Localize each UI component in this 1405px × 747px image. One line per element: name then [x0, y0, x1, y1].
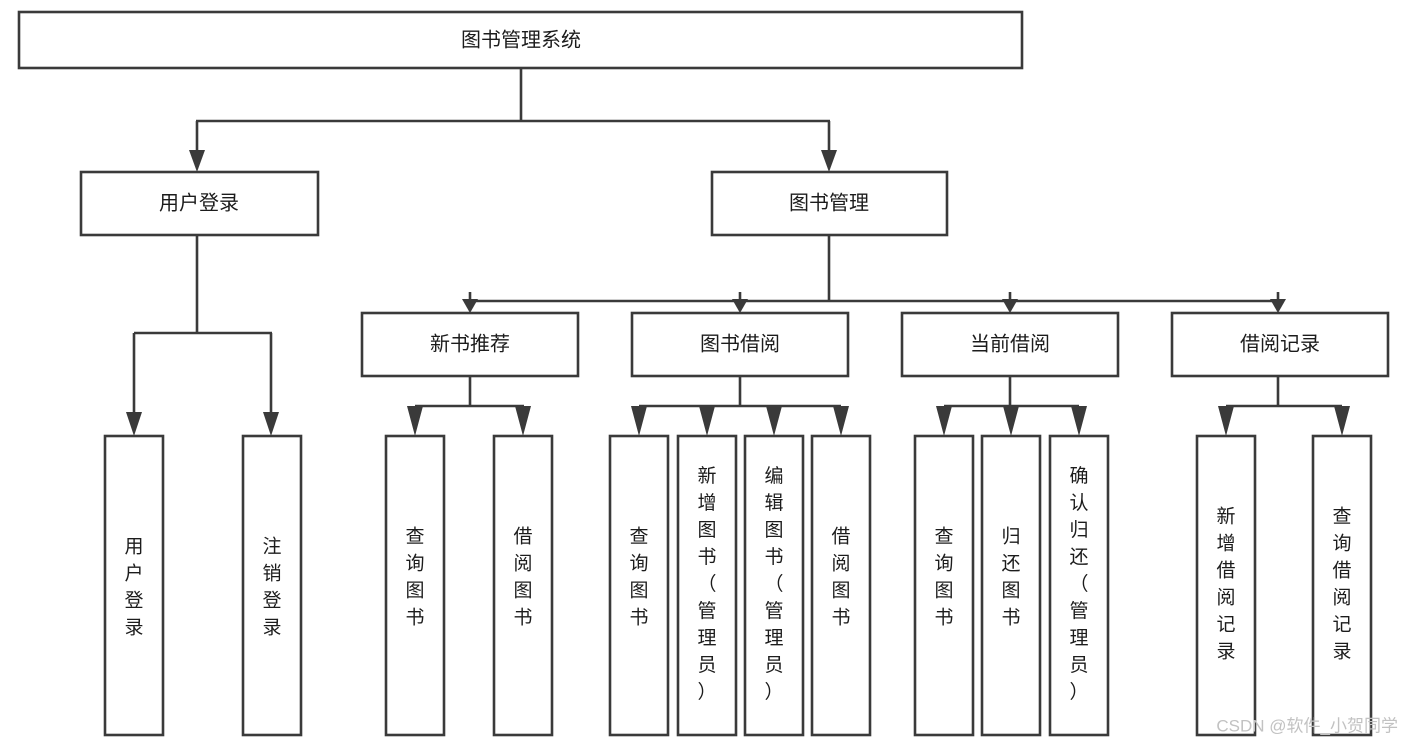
node-leaf-edit-book-box[interactable] [743, 434, 805, 737]
node-leaf-return-book-box[interactable] [980, 434, 1042, 737]
node-leaf-confirm-return-box[interactable] [1048, 434, 1110, 737]
node-leaf-logout-label: 注销登录 [262, 536, 281, 639]
node-leaf-query-book-c-box[interactable] [913, 434, 975, 737]
arrow-head-borrow-record [1270, 299, 1286, 313]
node-leaf-query-record-box[interactable] [1311, 434, 1373, 737]
node-leaf-borrow-book-a-label: 借阅图书 [513, 526, 532, 629]
node-leaf-borrow-book-a[interactable]: 借阅图书 [492, 434, 554, 737]
node-leaf-query-record[interactable]: 查询借阅记录 [1311, 434, 1373, 737]
node-book-borrow-label: 图书借阅 [700, 332, 780, 355]
node-leaf-confirm-return[interactable]: 确认归还（管理员） [1048, 434, 1110, 737]
node-leaf-logout-box[interactable] [241, 434, 303, 737]
arrow-head-current-borrow [1002, 299, 1018, 313]
arrow-head-leaf-borrow-book-a [515, 406, 531, 436]
node-leaf-add-record-box[interactable] [1195, 434, 1257, 737]
node-leaf-query-book-b-box[interactable] [608, 434, 670, 737]
node-user-login-label: 用户登录 [159, 191, 239, 214]
arrow-head-book-manage [821, 150, 837, 172]
node-leaf-add-book[interactable]: 新增图书（管理员） [676, 434, 738, 737]
node-current-borrow-box[interactable] [900, 311, 1120, 378]
node-new-book-rec-box[interactable] [360, 311, 580, 378]
arrow-head-user-login [189, 150, 205, 172]
node-leaf-query-book-c-label: 查询图书 [934, 526, 953, 629]
node-borrow-record-box[interactable] [1170, 311, 1390, 378]
node-leaf-add-record-label: 新增借阅记录 [1216, 506, 1235, 663]
arrow-head-leaf-add-record [1218, 406, 1234, 436]
node-book-manage[interactable]: 图书管理 [710, 170, 949, 237]
node-leaf-return-book-label: 归还图书 [1001, 526, 1020, 629]
arrow-head-new-book-rec [462, 299, 478, 313]
node-leaf-add-book-box[interactable] [676, 434, 738, 737]
node-leaf-return-book[interactable]: 归还图书 [980, 434, 1042, 737]
node-leaf-confirm-return-label: 确认归还（管理员） [1069, 465, 1088, 703]
node-leaf-borrow-book-b[interactable]: 借阅图书 [810, 434, 872, 737]
node-leaf-query-book-a-label: 查询图书 [405, 526, 424, 629]
arrow-head-leaf-confirm-return [1071, 406, 1087, 436]
node-book-borrow-box[interactable] [630, 311, 850, 378]
arrow-head-leaf-query-record [1334, 406, 1350, 436]
node-user-login-box[interactable] [79, 170, 320, 237]
node-root-box[interactable] [17, 10, 1024, 70]
connector-current-borrow-to-leaves [936, 376, 1087, 436]
arrow-head-leaf-query-book-a [407, 406, 423, 436]
node-leaf-query-record-label: 查询借阅记录 [1332, 506, 1351, 663]
node-borrow-record-label: 借阅记录 [1240, 332, 1320, 355]
connector-root-to-level1 [189, 68, 837, 172]
node-leaf-user-login[interactable]: 用户登录 [103, 434, 165, 737]
connector-user-login-to-leaves [126, 235, 279, 436]
node-leaf-borrow-book-b-label: 借阅图书 [831, 526, 850, 629]
node-leaf-query-book-c[interactable]: 查询图书 [913, 434, 975, 737]
node-leaf-query-book-a-box[interactable] [384, 434, 446, 737]
csdn-watermark: CSDN @软件_小贺同学 [1216, 716, 1398, 735]
node-book-borrow[interactable]: 图书借阅 [630, 311, 850, 378]
node-leaf-query-book-a[interactable]: 查询图书 [384, 434, 446, 737]
node-book-manage-box[interactable] [710, 170, 949, 237]
node-root-label: 图书管理系统 [461, 28, 581, 51]
arrow-head-leaf-query-book-c [936, 406, 952, 436]
connector-borrow-record-to-leaves [1218, 376, 1350, 436]
node-new-book-rec-label: 新书推荐 [430, 332, 510, 355]
node-leaf-logout[interactable]: 注销登录 [241, 434, 303, 737]
node-leaf-query-book-b[interactable]: 查询图书 [608, 434, 670, 737]
node-leaf-add-record[interactable]: 新增借阅记录 [1195, 434, 1257, 737]
node-root[interactable]: 图书管理系统 [17, 10, 1024, 70]
arrow-head-leaf-user-login [126, 412, 142, 436]
node-leaf-borrow-book-b-box[interactable] [810, 434, 872, 737]
node-book-manage-label: 图书管理 [789, 191, 869, 214]
node-leaf-borrow-book-a-box[interactable] [492, 434, 554, 737]
node-current-borrow-label: 当前借阅 [970, 332, 1050, 355]
node-leaf-edit-book-label: 编辑图书（管理员） [764, 465, 783, 703]
arrow-head-leaf-add-book [699, 406, 715, 436]
node-leaf-query-book-b-label: 查询图书 [629, 526, 648, 629]
node-leaf-user-login-box[interactable] [103, 434, 165, 737]
arrow-head-book-borrow [732, 299, 748, 313]
connector-new-book-rec-to-leaves [407, 376, 531, 436]
node-leaf-user-login-label: 用户登录 [124, 537, 143, 639]
node-borrow-record[interactable]: 借阅记录 [1170, 311, 1390, 378]
arrow-head-leaf-query-book-b [631, 406, 647, 436]
node-leaf-edit-book[interactable]: 编辑图书（管理员） [743, 434, 805, 737]
node-user-login[interactable]: 用户登录 [79, 170, 320, 237]
connector-book-borrow-to-leaves [631, 376, 849, 436]
arrow-head-leaf-borrow-book-b [833, 406, 849, 436]
node-new-book-rec[interactable]: 新书推荐 [360, 311, 580, 378]
connector-layer [126, 68, 1350, 436]
connector-book-manage-to-level2 [462, 235, 1286, 313]
node-current-borrow[interactable]: 当前借阅 [900, 311, 1120, 378]
node-leaf-add-book-label: 新增图书（管理员） [697, 465, 716, 703]
arrow-head-leaf-edit-book [766, 406, 782, 436]
arrow-head-leaf-return-book [1003, 406, 1019, 436]
arrow-head-leaf-logout [263, 412, 279, 436]
